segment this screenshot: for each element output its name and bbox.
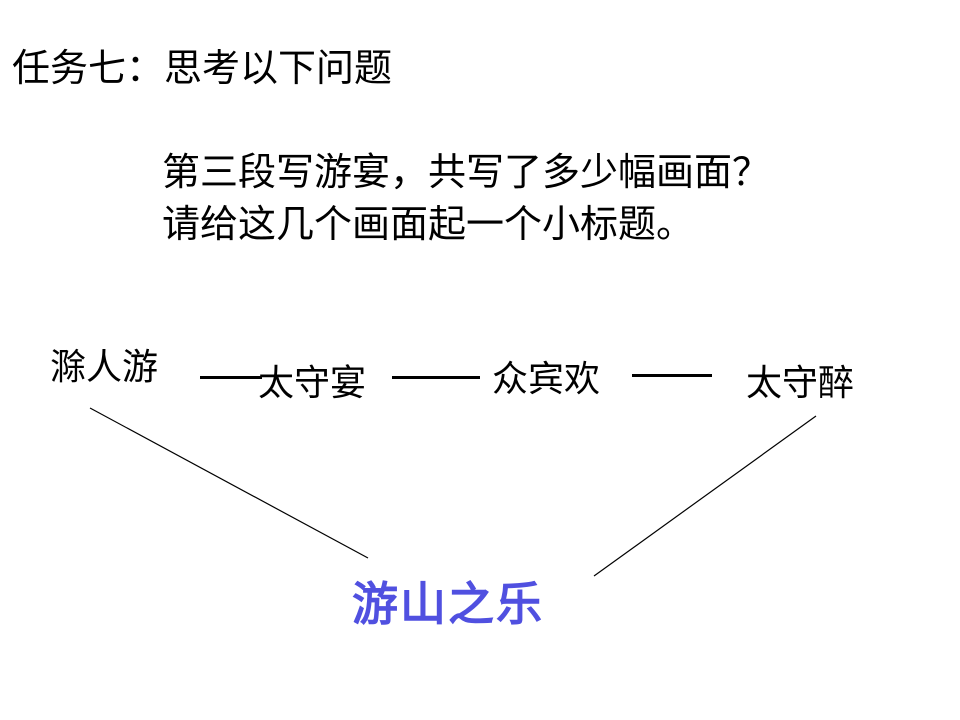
question-text: 第三段写游宴，共写了多少幅画面？ 请给这几个画面起一个小标题。 — [162, 146, 770, 250]
scene-title-2: 太守宴 — [258, 363, 367, 404]
scene-connector-dash-2 — [392, 376, 480, 379]
scene-connector-dash-1 — [200, 376, 262, 379]
summary-title: 游山之乐 — [352, 577, 544, 631]
left-connector-line — [89, 407, 369, 559]
scene-title-3: 众宾欢 — [492, 359, 601, 400]
right-connector-line — [593, 415, 817, 577]
task-title: 任务七：思考以下问题 — [12, 46, 393, 90]
question-line-2: 请给这几个画面起一个小标题。 — [162, 202, 695, 246]
scene-title-4: 太守醉 — [746, 363, 855, 404]
scene-title-1: 滁人游 — [50, 347, 159, 388]
question-line-1: 第三段写游宴，共写了多少幅画面？ — [162, 150, 771, 194]
scene-connector-dash-3 — [632, 374, 712, 377]
